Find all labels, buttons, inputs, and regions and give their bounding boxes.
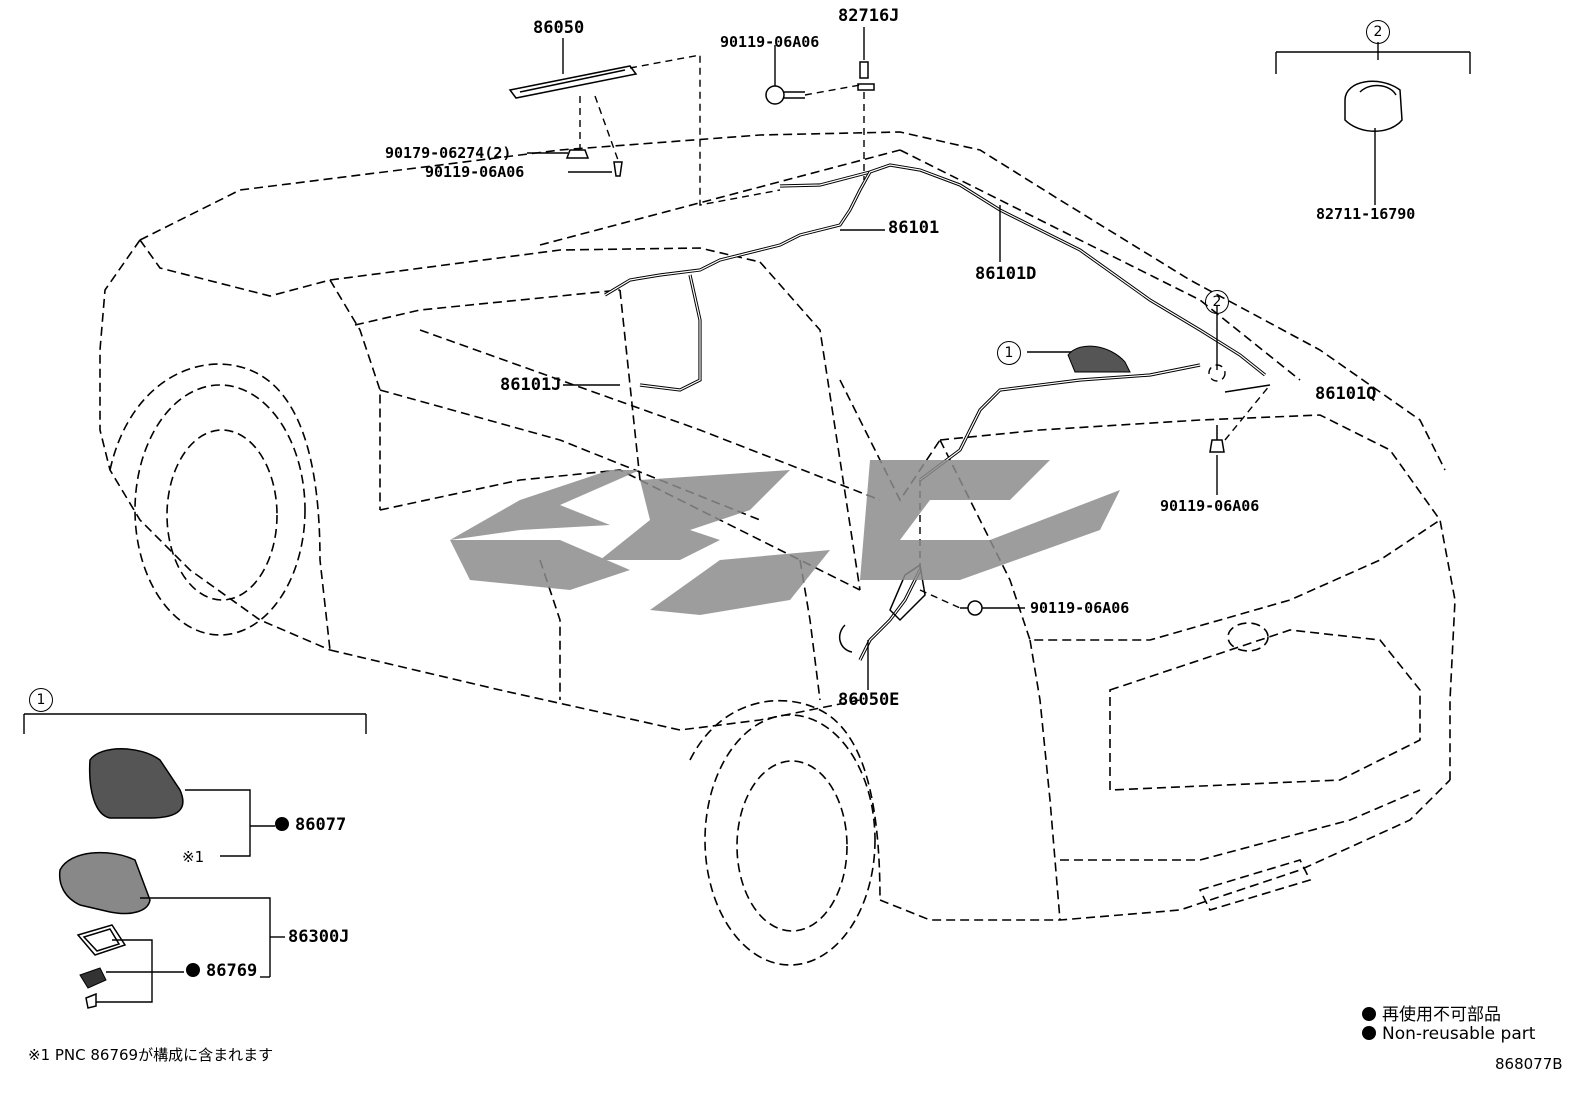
- legend-jp: 再使用不可部品: [1362, 1000, 1501, 1025]
- non-reusable-dot-icon: [186, 963, 200, 977]
- label-82711: 82711-16790: [1316, 205, 1416, 223]
- fastener-clip-90179: [565, 149, 590, 159]
- label-86769: 86769: [186, 963, 257, 980]
- bolt-top: [765, 85, 805, 105]
- label-86077: 86077: [275, 817, 346, 834]
- wire-harness: [604, 163, 1266, 661]
- non-reusable-dot-icon: [275, 817, 289, 831]
- label-90119-left: 90119-06A06: [425, 163, 525, 181]
- legend-jp-text: 再使用不可部品: [1382, 1005, 1501, 1025]
- label-86101D: 86101D: [975, 264, 1037, 284]
- label-86050E: 86050E: [838, 690, 900, 710]
- label-86101Q: 86101Q: [1315, 384, 1377, 404]
- watermark-logo: [450, 460, 1120, 615]
- label-86101J: 86101J: [500, 375, 562, 395]
- bolt-left: [613, 161, 623, 177]
- callout-1-main: 1: [997, 341, 1021, 365]
- bolt-mid: [960, 600, 983, 616]
- label-86101: 86101: [888, 218, 940, 238]
- label-86077-text: 86077: [295, 815, 347, 835]
- antenna-base-86300J: [58, 851, 151, 1009]
- bolt-right: [1209, 425, 1225, 453]
- shark-fin-antenna-86077: [88, 748, 184, 819]
- footnote-mark: ※1: [182, 848, 205, 866]
- callout-2-main: 2: [1205, 290, 1229, 314]
- label-90179: 90179-06274(2): [385, 144, 512, 162]
- callout-1-box: 1: [29, 688, 53, 712]
- clip-82711-16790: [1344, 80, 1403, 132]
- label-86769-text: 86769: [206, 961, 258, 981]
- leader-lines: [23, 27, 1471, 1003]
- footnote: ※1 PNC 86769が構成に含まれます: [28, 1046, 274, 1064]
- vehicle-outline: [99, 131, 1456, 966]
- label-90119-mid: 90119-06A06: [1030, 599, 1130, 617]
- legend-dot-icon: [1362, 1007, 1376, 1021]
- legend-en-text: Non-reusable part: [1382, 1024, 1536, 1044]
- clamp-82716J: [857, 61, 875, 91]
- label-86300J: 86300J: [288, 927, 350, 947]
- label-90119-top: 90119-06A06: [720, 33, 820, 51]
- legend-dot-icon: [1362, 1026, 1376, 1040]
- diagram-code: 868077B: [1495, 1055, 1563, 1073]
- label-86050: 86050: [533, 18, 585, 38]
- label-82716J: 82716J: [838, 6, 900, 26]
- part-86050-antenna: [508, 65, 638, 99]
- callout-2-box: 2: [1366, 20, 1390, 44]
- legend-en: Non-reusable part: [1362, 1024, 1535, 1044]
- label-90119-right: 90119-06A06: [1160, 497, 1260, 515]
